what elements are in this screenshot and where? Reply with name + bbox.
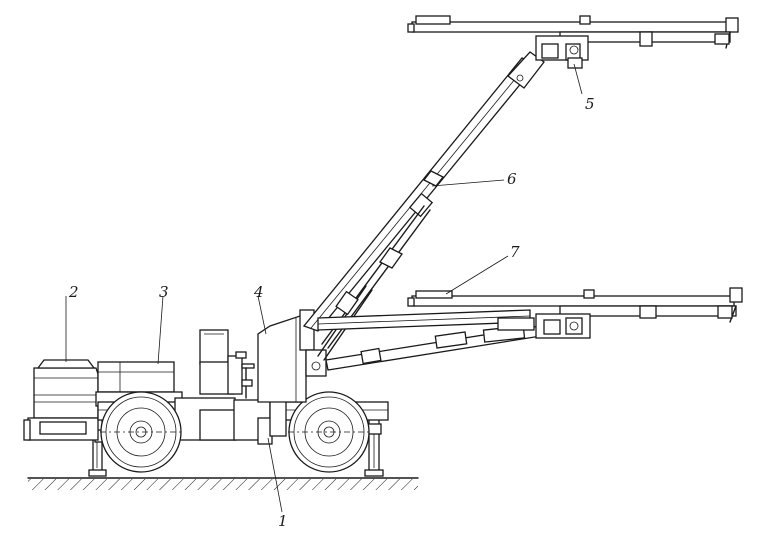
engine-unit xyxy=(23,359,99,441)
upper-drill-feed xyxy=(407,15,739,69)
lower-drill-feed xyxy=(407,287,743,339)
lower-boom xyxy=(317,309,542,371)
callout-7: 7 xyxy=(510,243,520,261)
callout-5: 5 xyxy=(585,95,595,113)
outrigger-front xyxy=(364,417,384,477)
front-wheel xyxy=(288,391,370,473)
ground xyxy=(27,477,419,490)
boom-lift-cylinders xyxy=(317,205,431,361)
callout-2: 2 xyxy=(68,283,79,301)
rear-wheel xyxy=(100,391,182,473)
operator-seat xyxy=(199,329,255,399)
callout-leaders xyxy=(65,63,583,513)
callout-1: 1 xyxy=(278,512,288,530)
callout-labels: 1 2 3 4 5 6 7 xyxy=(68,95,595,530)
callout-6: 6 xyxy=(507,170,517,188)
boom-mast xyxy=(257,309,327,403)
callout-4: 4 xyxy=(253,283,264,301)
callout-3: 3 xyxy=(159,283,169,301)
upper-boom xyxy=(302,51,545,332)
